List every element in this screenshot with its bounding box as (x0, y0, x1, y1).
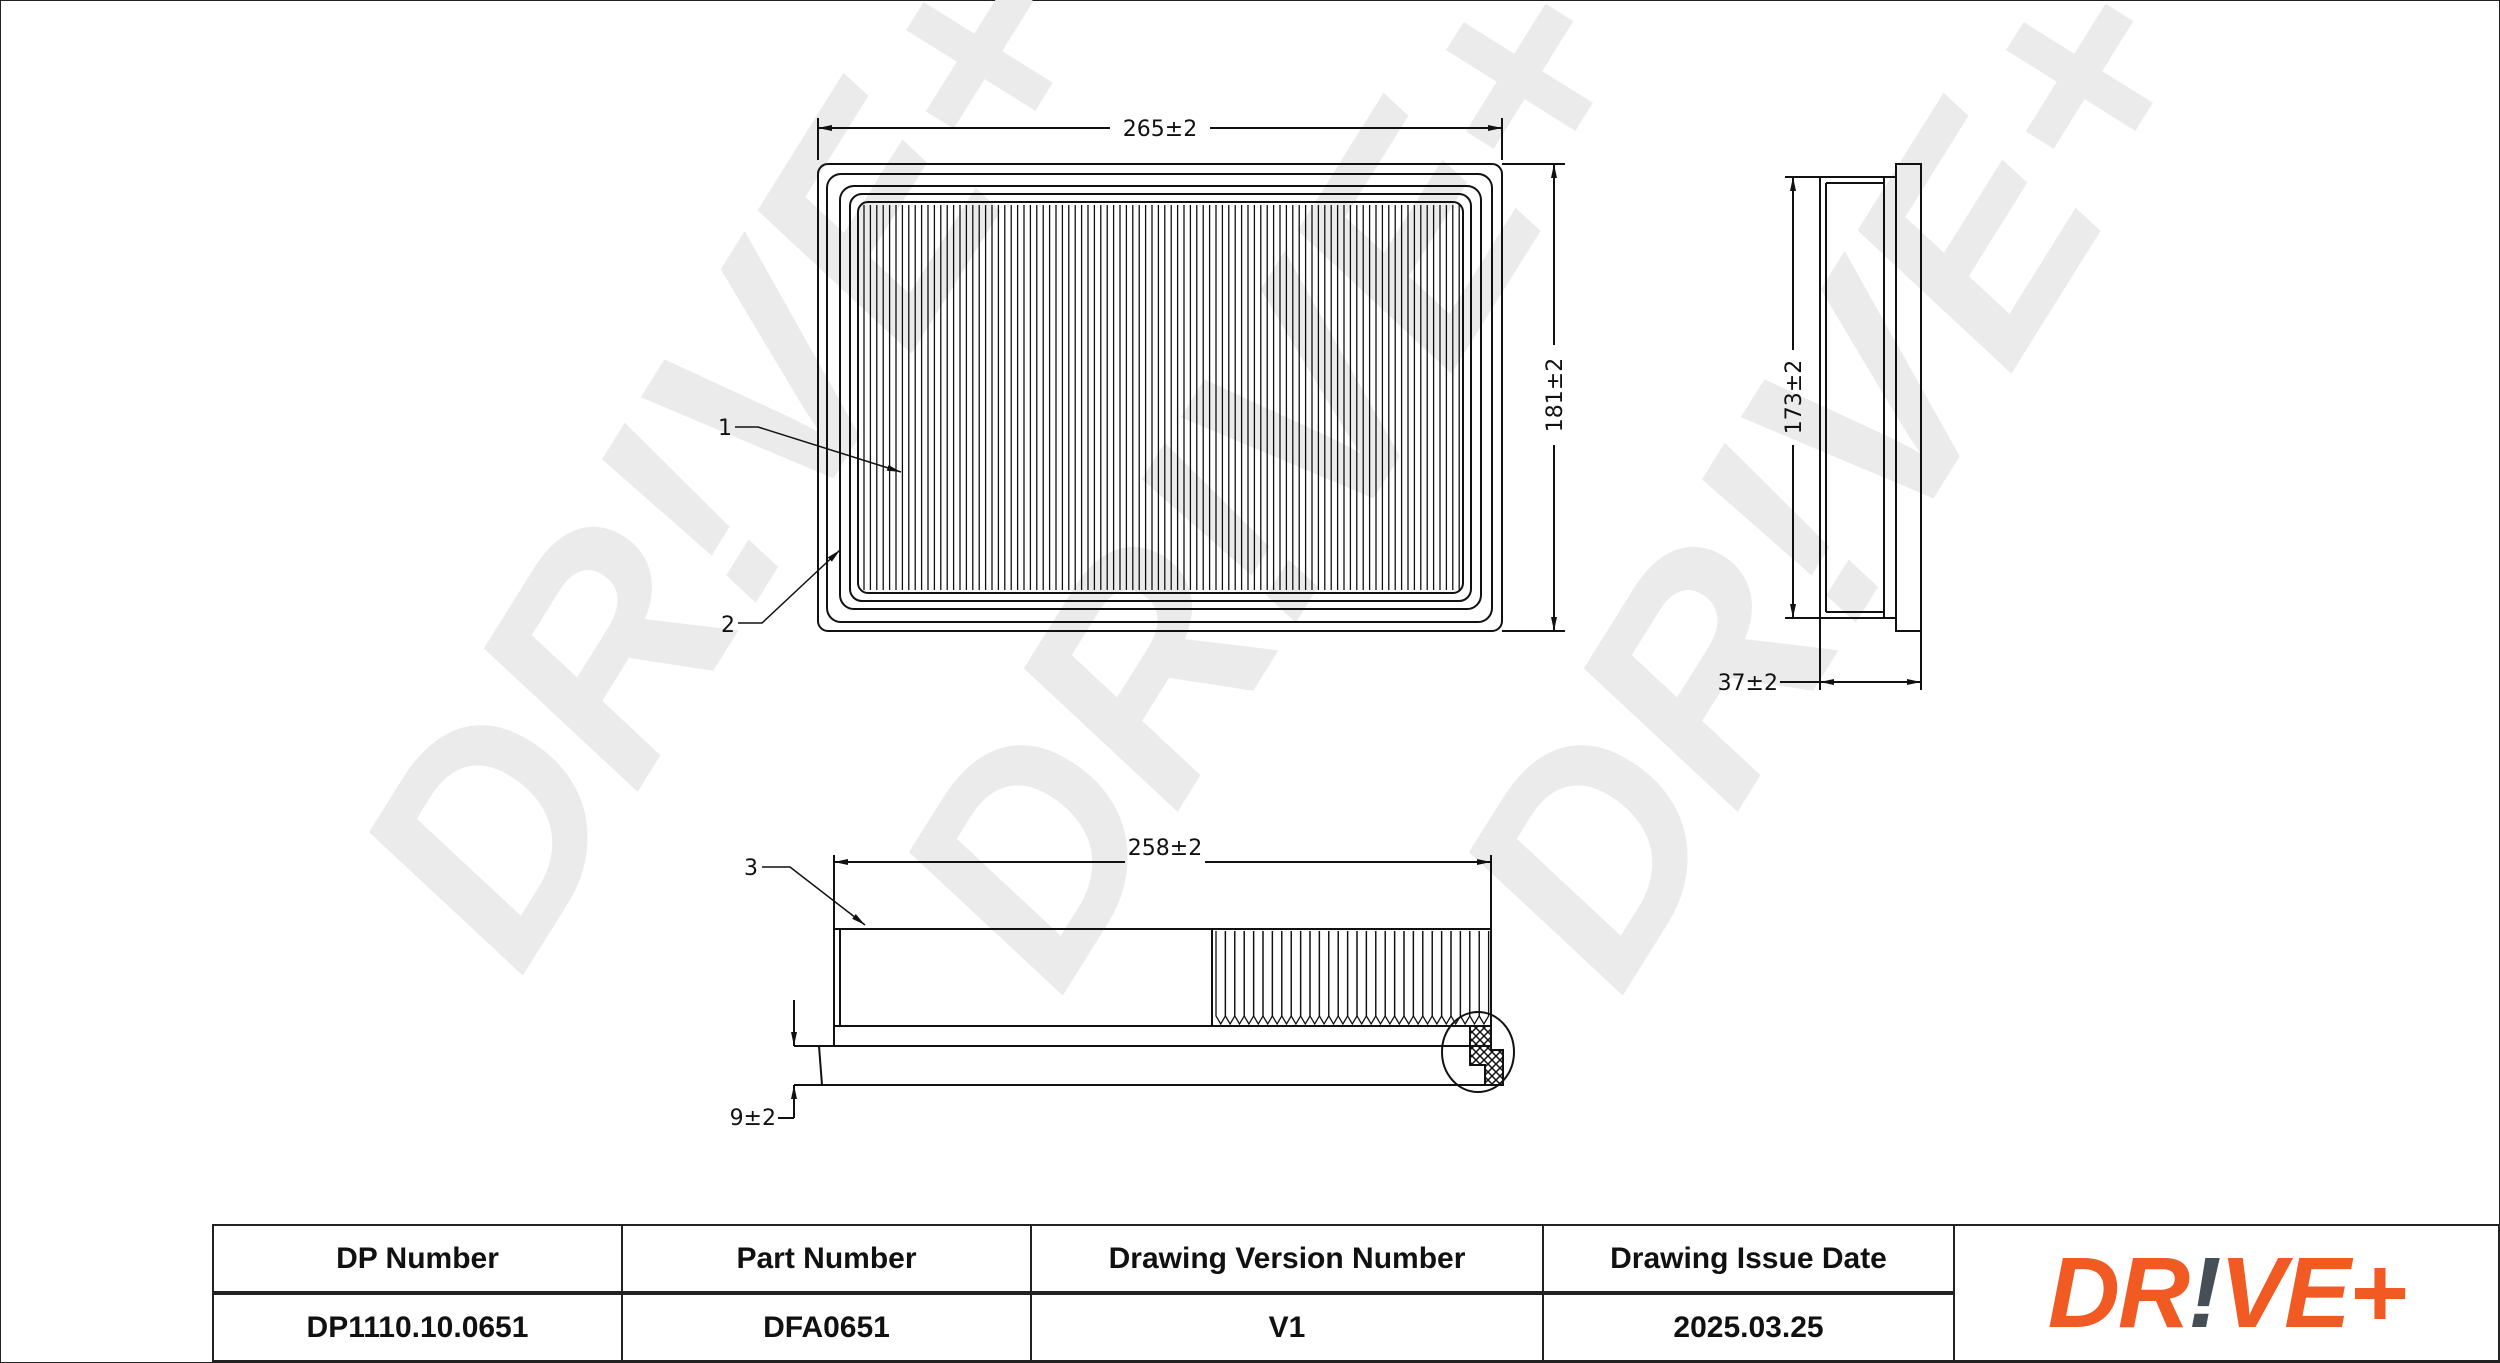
pleat-fold (1440, 931, 1452, 1026)
pleat-fold (1459, 931, 1471, 1026)
pleat-fold (1393, 931, 1405, 1026)
issue-date-value: 2025.03.25 (1542, 1292, 1955, 1362)
callout-1: 1 (718, 416, 732, 441)
pleat-fold (1290, 931, 1302, 1026)
pleat-fold (1346, 931, 1358, 1026)
pleat-fold (1243, 931, 1255, 1026)
brand-logo: DR!VE+ (1953, 1224, 2500, 1362)
pleat-fold (1328, 931, 1339, 1026)
pleat-fold (1309, 931, 1321, 1026)
dim-flange: 9±2 (730, 1106, 776, 1131)
side-view (1819, 163, 1922, 632)
pleat-fold (1469, 931, 1480, 1026)
pleat-fold (1365, 931, 1377, 1026)
dim-bottom-length: 258±2 (1128, 836, 1202, 861)
pleat-fold (1478, 931, 1490, 1026)
header-issue-date: Drawing Issue Date (1542, 1224, 1955, 1295)
title-block: DP Number Part Number Drawing Version Nu… (212, 1224, 2500, 1362)
pleat-fold (1403, 931, 1415, 1026)
pleat-fold (1422, 931, 1433, 1026)
part-number-value: DFA0651 (621, 1292, 1032, 1362)
pleat-fold (1337, 931, 1349, 1026)
pleat-fold (1215, 931, 1227, 1026)
drawing-version-value: V1 (1030, 1292, 1544, 1362)
front-view (794, 928, 1515, 1093)
pleat-fold (1431, 931, 1443, 1026)
pleat-fold (1281, 931, 1292, 1026)
header-drawing-version: Drawing Version Number (1030, 1224, 1544, 1295)
pleat-fold (1224, 931, 1236, 1026)
watermark: DR!VE+ DR!VE+ DR!VE+ (289, 0, 2261, 1034)
header-dp-number: DP Number (212, 1224, 623, 1295)
pleat-fold (1318, 931, 1330, 1026)
pleat-fold (1262, 931, 1274, 1026)
dim-depth: 37±2 (1718, 671, 1778, 696)
top-view (817, 163, 1503, 632)
callout-2: 2 (721, 613, 735, 638)
pleat-fold (1299, 931, 1311, 1026)
pleat-fold (1375, 931, 1386, 1026)
pleat-fold (1271, 931, 1283, 1026)
dim-length: 265±2 (1123, 117, 1197, 142)
pleat-fold (1356, 931, 1368, 1026)
pleat-fold (1450, 931, 1462, 1026)
pleat-fold (1252, 931, 1264, 1026)
header-part-number: Part Number (621, 1224, 1032, 1295)
pleat-fold (1384, 931, 1396, 1026)
pleat-fold (1234, 931, 1245, 1026)
dim-width: 181±2 (1543, 358, 1568, 432)
dim-side-height: 173±2 (1782, 360, 1807, 434)
callout-3: 3 (744, 856, 758, 881)
dp-number-value: DP1110.10.0651 (212, 1292, 623, 1362)
pleat-fold (1412, 931, 1424, 1026)
